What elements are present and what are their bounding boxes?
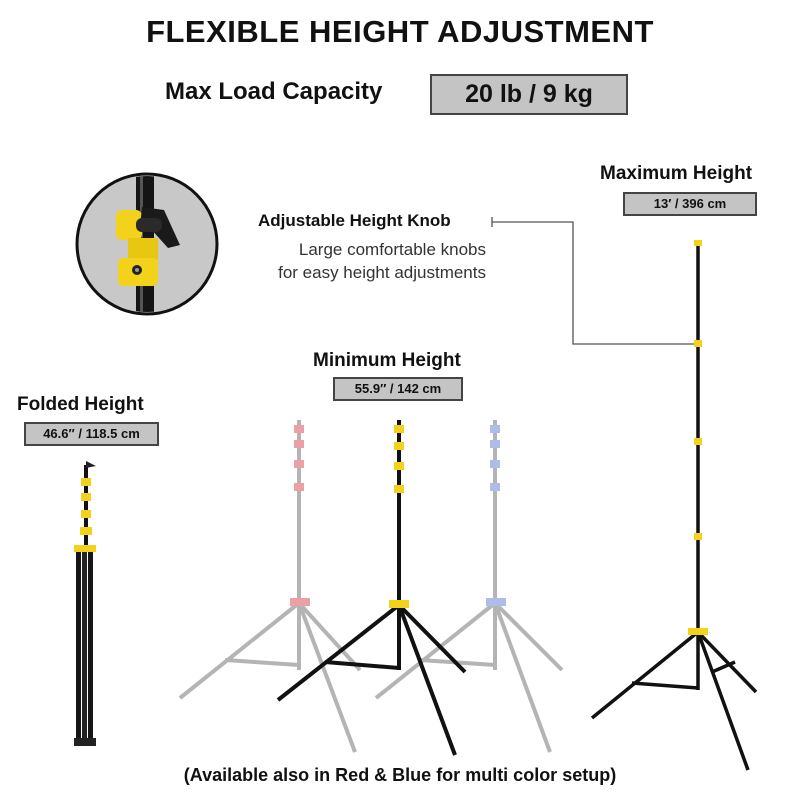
folded-height-value: 46.6″ / 118.5 cm — [24, 422, 159, 446]
yellow-stand — [276, 420, 467, 756]
knob-closeup-icon — [75, 172, 219, 316]
maximum-stand — [590, 240, 758, 771]
red-stand — [178, 420, 362, 753]
minimum-height-label: Minimum Height — [313, 350, 461, 371]
knob-description: Large comfortable knobs for easy height … — [278, 238, 486, 284]
folded-stand — [74, 461, 96, 746]
minimum-height-value: 55.9″ / 142 cm — [333, 377, 463, 401]
page-title: FLEXIBLE HEIGHT ADJUSTMENT — [146, 14, 654, 49]
knob-title: Adjustable Height Knob — [258, 211, 451, 230]
knob-leader-line — [491, 217, 695, 345]
knob-description-line2: for easy height adjustments — [278, 263, 486, 282]
knob-description-line1: Large comfortable knobs — [298, 240, 486, 259]
maximum-height-label: Maximum Height — [600, 163, 753, 184]
folded-height-label: Folded Height — [17, 394, 144, 415]
blue-stand — [374, 420, 564, 753]
maximum-height-value: 13′ / 396 cm — [623, 192, 757, 216]
footer-note: (Available also in Red & Blue for multi … — [183, 765, 617, 785]
max-load-value: 20 lb / 9 kg — [430, 74, 628, 115]
max-load-label: Max Load Capacity — [165, 78, 383, 105]
